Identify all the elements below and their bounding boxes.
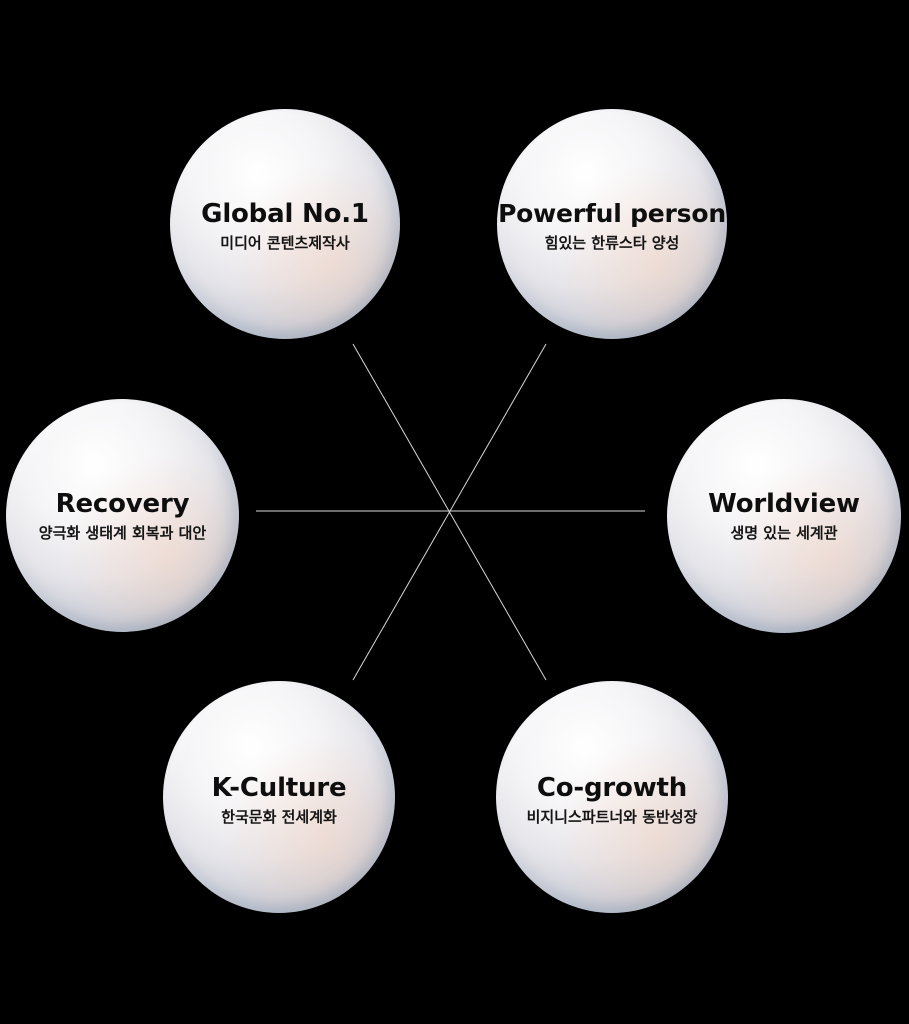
node-recovery: Recovery 양극화 생태계 회복과 대안 (6, 399, 239, 632)
node-global-no1: Global No.1 미디어 콘텐츠제작사 (170, 109, 400, 339)
node-title: Worldview (708, 489, 860, 519)
node-subtitle: 양극화 생태계 회복과 대안 (38, 523, 207, 542)
node-powerful-person: Powerful person 힘있는 한류스타 양성 (497, 109, 727, 339)
node-title: K-Culture (211, 773, 347, 803)
node-title: Recovery (55, 488, 190, 519)
node-subtitle: 생명 있는 세계관 (730, 524, 838, 542)
node-title: Co-growth (536, 773, 688, 803)
node-subtitle: 비지니스파트너와 동반성장 (526, 808, 698, 826)
node-k-culture: K-Culture 한국문화 전세계화 (163, 681, 395, 913)
node-worldview: Worldview 생명 있는 세계관 (667, 399, 901, 633)
node-co-growth: Co-growth 비지니스파트너와 동반성장 (496, 681, 728, 913)
node-title: Global No.1 (201, 199, 369, 229)
node-subtitle: 힘있는 한류스타 양성 (544, 234, 680, 252)
node-subtitle: 미디어 콘텐츠제작사 (220, 234, 350, 252)
connector-powerful-to-kculture (352, 343, 547, 681)
node-subtitle: 한국문화 전세계화 (221, 808, 337, 826)
node-title: Powerful person (498, 199, 726, 228)
